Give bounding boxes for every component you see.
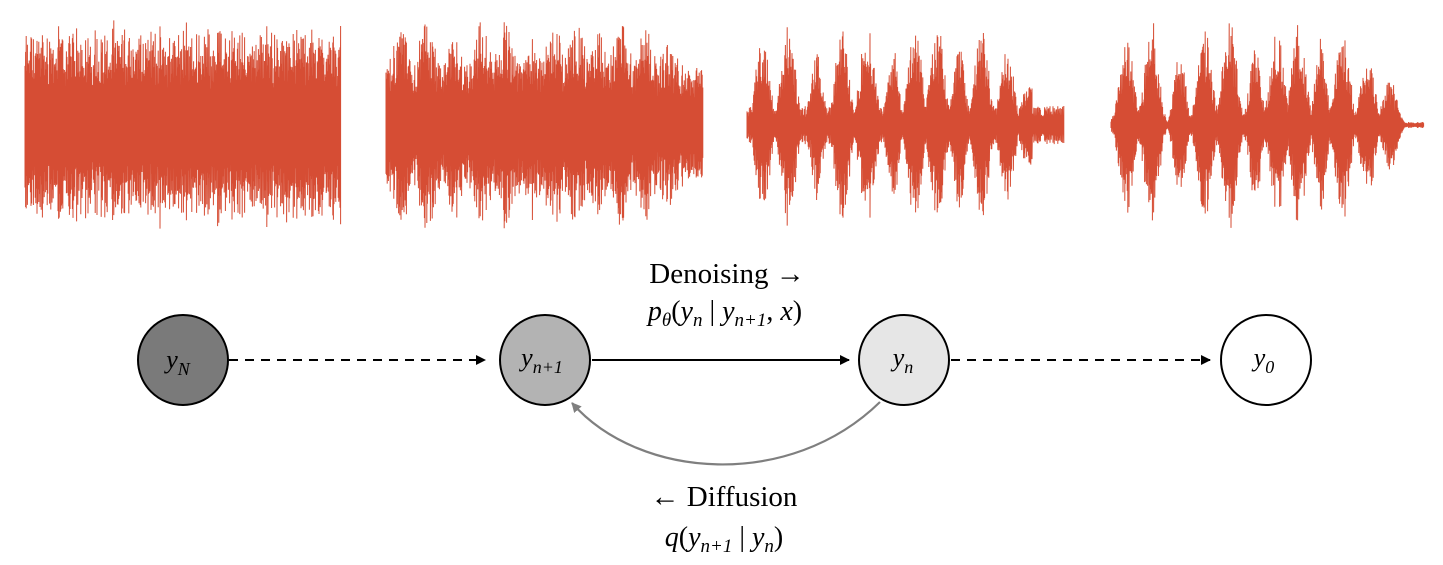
node-y0: y0 <box>1220 314 1312 406</box>
waveform-clean <box>1110 23 1425 228</box>
node-yn1: yn+1 <box>499 314 591 406</box>
svg-text:yn: yn <box>890 343 914 377</box>
denoising-formula: pθ(yn | yn+1, x) <box>646 296 802 331</box>
node-yN: yN <box>137 314 229 406</box>
svg-text:yN: yN <box>163 345 191 379</box>
diffusion-formula: q(yn+1 | yn) <box>665 522 783 557</box>
diffusion-title: ← Diffusion <box>651 481 798 513</box>
waveform-row <box>24 20 1425 229</box>
denoising-title: Denoising → <box>649 258 804 290</box>
edge-diffusion-curve <box>571 401 881 466</box>
waveform-partially-denoised <box>385 22 704 229</box>
waveform-noise <box>24 20 342 229</box>
node-yn: yn <box>858 314 950 406</box>
svg-text:yn+1: yn+1 <box>518 343 563 377</box>
waveform-mostly-denoised <box>746 27 1065 226</box>
svg-text:y0: y0 <box>1251 343 1275 377</box>
